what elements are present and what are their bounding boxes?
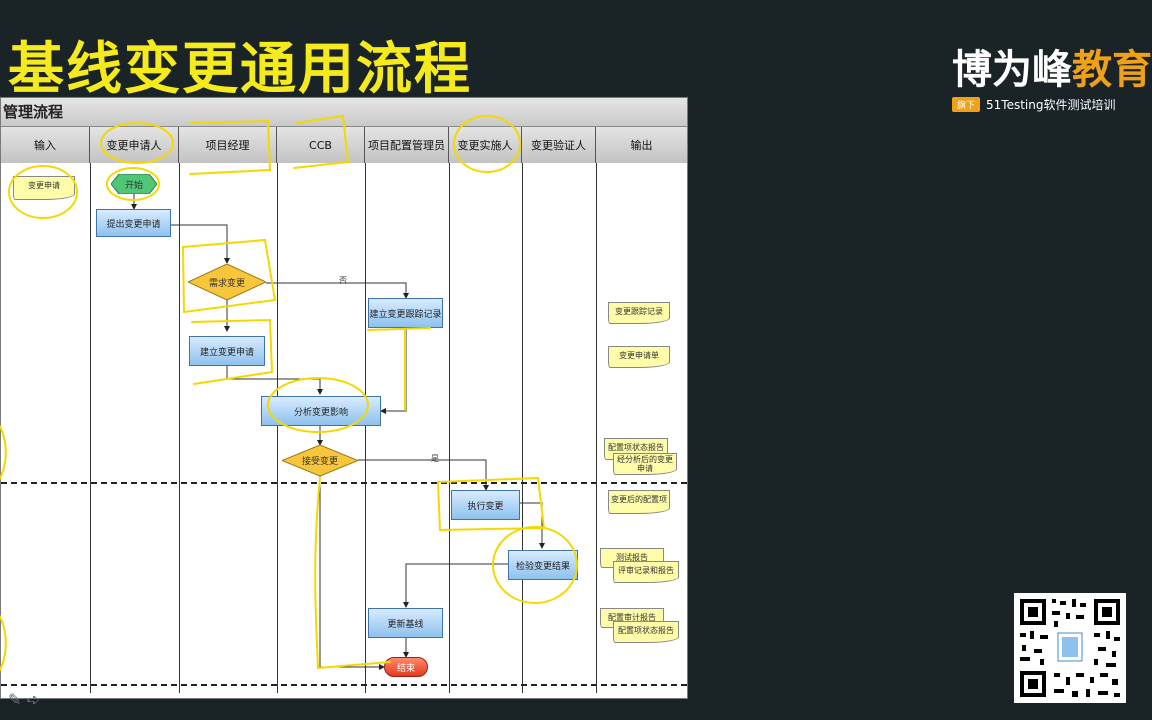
edge-label-yes: 是: [431, 454, 439, 463]
output-doc-tracking-record: 变更跟踪记录: [608, 302, 670, 324]
process-submit-request: 提出变更申请: [96, 209, 171, 237]
lane-verifier: 变更验证人: [522, 127, 596, 163]
lane-output: 输出: [596, 127, 687, 163]
process-update-baseline: 更新基线: [368, 608, 443, 638]
output-doc-review-record: 评审记录和报告: [613, 561, 679, 583]
end-node: 结束: [384, 657, 428, 677]
lane-input: 输入: [1, 127, 90, 163]
decision-requirement-change: 需求变更: [188, 264, 266, 300]
output-doc-analyzed-request: 经分析后的变更申请: [613, 453, 677, 475]
input-doc-change-request: 变更申请: [13, 176, 75, 200]
swimlane-diagram: 管理流程 输入 变更申请人 项目经理 CCB 项目配置管理员 变更实施人 变更验…: [0, 97, 688, 699]
output-doc-changed-config-item: 变更后的配置项: [608, 490, 670, 514]
lane-divider: [522, 163, 523, 693]
lane-config-manager: 项目配置管理员: [365, 127, 449, 163]
lane-divider: [179, 163, 180, 693]
qr-code-image: [1014, 593, 1126, 703]
decision-accept-change: 接受变更: [282, 445, 358, 476]
slide-title: 基线变更通用流程: [8, 37, 472, 102]
decision-label: 需求变更: [208, 278, 245, 289]
pen-tool-icon[interactable]: ✎ ➪: [8, 690, 40, 709]
brand-name-white: 博为峰: [952, 47, 1072, 93]
output-doc-status-report-2: 配置项状态报告: [613, 621, 679, 643]
lane-divider: [596, 163, 597, 693]
edge-label-no: 否: [339, 276, 347, 285]
process-create-change-request: 建立变更申请: [189, 336, 265, 366]
lane-divider: [449, 163, 450, 693]
brand-logo: 博为峰教育 旗下 51Testing软件测试培训: [952, 44, 1152, 113]
start-label: 开始: [124, 180, 143, 191]
decision-label: 接受变更: [301, 457, 338, 467]
process-analyze-impact: 分析变更影响: [261, 396, 381, 426]
brand-tag: 旗下: [952, 97, 981, 112]
process-execute-change: 执行变更: [451, 490, 520, 520]
brand-name-orange: 教育: [1072, 47, 1152, 93]
process-verify-change: 检验变更结果: [508, 550, 578, 580]
output-doc-change-request-form: 变更申请单: [608, 346, 670, 368]
brand-subtitle: 51Testing软件测试培训: [986, 98, 1116, 112]
process-create-tracking-record: 建立变更跟踪记录: [368, 298, 443, 328]
lane-divider: [90, 163, 91, 693]
phase-divider: [1, 684, 687, 686]
start-node: 开始: [111, 174, 157, 194]
